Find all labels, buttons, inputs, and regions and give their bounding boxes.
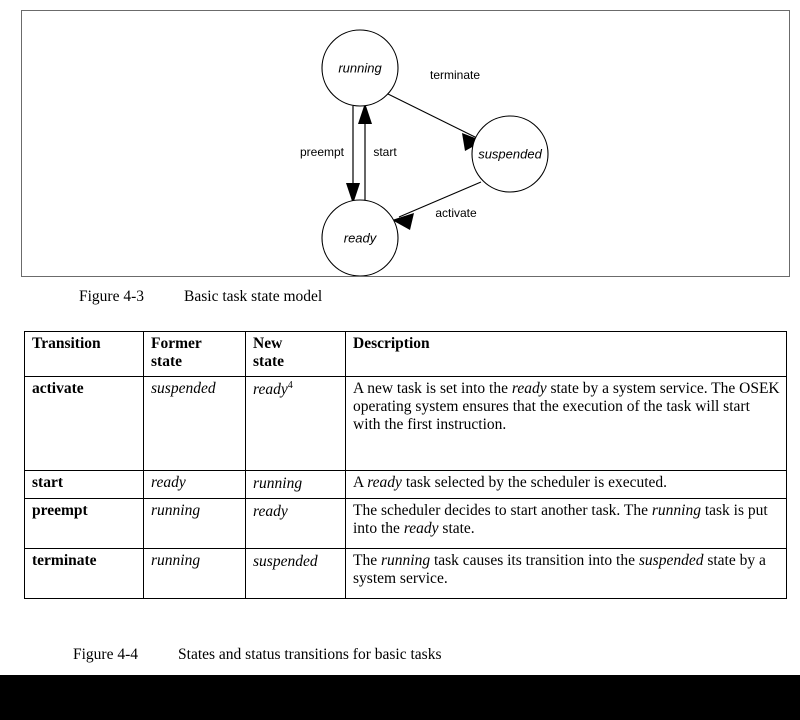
- cell-new-state-text: ready: [253, 380, 288, 398]
- cell-new-state: suspended: [245, 547, 346, 599]
- figure-4-3-caption-label: Figure 4-3: [79, 288, 145, 305]
- cell-new-state-text: ready: [253, 502, 288, 520]
- arrow-head-terminate: [462, 133, 483, 151]
- cell-description: A ready task selected by the scheduler i…: [345, 469, 787, 499]
- transitions-table: Transition Former state New state Descri…: [24, 331, 787, 599]
- cell-new-state-text: suspended: [253, 552, 318, 570]
- edge-label-start: start: [373, 145, 397, 159]
- state-diagram: terminate activate preempt start running: [300, 29, 549, 276]
- cell-new-state: ready4: [245, 375, 346, 471]
- arrow-head-preempt: [346, 183, 360, 204]
- cell-new-state: ready: [245, 497, 346, 549]
- cell-new-state-text: running: [253, 474, 303, 492]
- table-row: terminate running suspended The running …: [24, 547, 787, 599]
- state-node-running: running: [321, 29, 399, 107]
- edge-label-activate: activate: [435, 206, 477, 220]
- figure-4-3-caption-text: Basic task state model: [184, 288, 323, 305]
- column-header-new-state: New state: [245, 331, 346, 377]
- figure-4-4-caption: Figure 4-4 States and status transitions …: [73, 646, 441, 664]
- cell-description: The scheduler decides to start another t…: [345, 497, 787, 549]
- edge-label-terminate: terminate: [430, 68, 480, 82]
- bottom-black-band: [0, 675, 800, 720]
- figure-4-3-caption: Figure 4-3 Basic task state model: [79, 288, 322, 306]
- state-node-suspended: suspended: [471, 115, 549, 193]
- cell-transition: activate: [24, 375, 144, 471]
- state-node-ready: ready: [321, 199, 399, 276]
- edge-terminate: terminate: [387, 68, 483, 151]
- table-row: preempt running ready The scheduler deci…: [24, 497, 787, 549]
- table-header-row: Transition Former state New state Descri…: [24, 331, 787, 377]
- arrow-head-activate: [392, 213, 414, 230]
- cell-transition: terminate: [24, 547, 144, 599]
- cell-former-state: ready: [143, 469, 246, 499]
- footnote-marker: 4: [287, 379, 293, 391]
- column-header-transition: Transition: [24, 331, 144, 377]
- arrow-head-start: [358, 103, 372, 124]
- edge-label-preempt: preempt: [300, 145, 345, 159]
- state-diagram-figure-box: terminate activate preempt start running: [21, 10, 790, 277]
- column-header-description: Description: [345, 331, 787, 377]
- table-row: start ready running A ready task selecte…: [24, 469, 787, 499]
- cell-transition: preempt: [24, 497, 144, 549]
- cell-description: A new task is set into the ready state b…: [345, 375, 787, 471]
- cell-description: The running task causes its transition i…: [345, 547, 787, 599]
- cell-transition: start: [24, 469, 144, 499]
- cell-former-state: suspended: [143, 375, 246, 471]
- state-node-label-ready: ready: [344, 230, 378, 245]
- figure-4-4-caption-label: Figure 4-4: [73, 646, 139, 663]
- edge-preempt: preempt: [300, 106, 360, 204]
- column-header-former-state: Former state: [143, 331, 246, 377]
- edge-start: start: [358, 103, 397, 201]
- table-row: activate suspended ready4 A new task is …: [24, 375, 787, 471]
- cell-new-state: running: [245, 469, 346, 499]
- edge-activate: activate: [392, 181, 482, 230]
- cell-former-state: running: [143, 497, 246, 549]
- state-node-label-suspended: suspended: [478, 146, 542, 161]
- cell-former-state: running: [143, 547, 246, 599]
- figure-4-4-caption-text: States and status transitions for basic …: [178, 646, 442, 663]
- state-node-label-running: running: [338, 60, 382, 75]
